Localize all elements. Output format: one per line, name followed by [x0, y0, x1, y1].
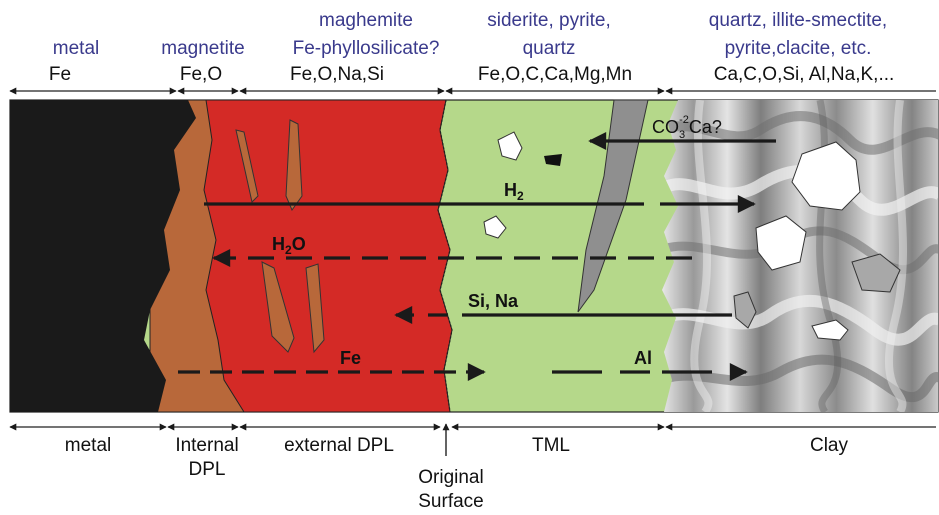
- al-flux-label: Al: [634, 348, 652, 368]
- h2o-tail: O: [292, 234, 306, 254]
- clay-quartz-grain-mid: [755, 215, 807, 271]
- zone-label-original-surface-1: Original: [418, 467, 483, 488]
- tml-white-grain-upper: [497, 131, 523, 161]
- co3-sub: 3: [679, 129, 685, 141]
- metal-zone: [10, 100, 196, 412]
- clay-grey-grain-right: [851, 253, 901, 293]
- zone-label-metal: metal: [65, 435, 111, 456]
- h2o-main: H: [272, 234, 285, 254]
- zone-label-tml: TML: [532, 435, 570, 456]
- clay-quartz-grain-large: [791, 141, 861, 211]
- clay-grey-grain-small: [733, 291, 757, 329]
- external-dpl-mineral-label-1: maghemite: [319, 10, 413, 31]
- zone-label-clay: Clay: [810, 435, 849, 456]
- ext-inclusion-3: [261, 261, 295, 353]
- clay-quartz-grain-small: [811, 319, 849, 341]
- co3-main: CO: [652, 117, 679, 137]
- tml-mineral-label-1: siderite, pyrite,: [487, 10, 611, 31]
- external-dpl-mineral-label-2: Fe-phyllosilicate?: [293, 38, 440, 59]
- si-na-flux-label: Si, Na: [468, 291, 519, 311]
- h2o-flux-label: H2O: [272, 234, 306, 257]
- clay-grains: [733, 141, 901, 341]
- zone-label-internal-dpl-2: DPL: [189, 459, 226, 480]
- ext-inclusion-4: [305, 263, 325, 354]
- h2o-sub: 2: [285, 243, 292, 257]
- tml-mineral-label-2: quartz: [523, 38, 576, 59]
- tml-white-grain-lower: [483, 215, 507, 239]
- internal-dpl-mineral-label: magnetite: [161, 38, 244, 59]
- clay-mineral-label-2: pyrite,clacite, etc.: [725, 38, 872, 59]
- clay-mineral-label-1: quartz, illite-smectite,: [709, 10, 887, 31]
- tml-black-grain: [544, 154, 562, 166]
- h2-flux-label: H2: [504, 180, 524, 203]
- clay-elements-label: Ca,C,O,Si, Al,Na,K,...: [714, 64, 895, 85]
- co3-tail: Ca?: [689, 117, 722, 137]
- co3-sup: -2: [679, 114, 689, 126]
- ext-inclusion-1: [235, 129, 259, 203]
- internal-dpl-elements-label: Fe,O: [180, 64, 222, 85]
- zone-label-original-surface-2: Surface: [418, 491, 483, 512]
- tml-elements-label: Fe,O,C,Ca,Mg,Mn: [478, 64, 632, 85]
- external-dpl-inclusions: [235, 119, 325, 354]
- zone-label-external-dpl: external DPL: [284, 435, 394, 456]
- metal-elements-label: Fe: [49, 64, 71, 85]
- zone-label-internal-dpl-1: Internal: [175, 435, 238, 456]
- fe-flux-label: Fe: [340, 348, 361, 368]
- original-surface-line: [437, 99, 453, 413]
- co3-flux-label: CO3 -2Ca?: [652, 114, 722, 141]
- h2-main: H: [504, 180, 517, 200]
- external-dpl-elements-label: Fe,O,Na,Si: [290, 64, 384, 85]
- metal-mineral-label: metal: [53, 38, 99, 59]
- h2-sub: 2: [517, 189, 524, 203]
- flux-arrows: [178, 132, 776, 381]
